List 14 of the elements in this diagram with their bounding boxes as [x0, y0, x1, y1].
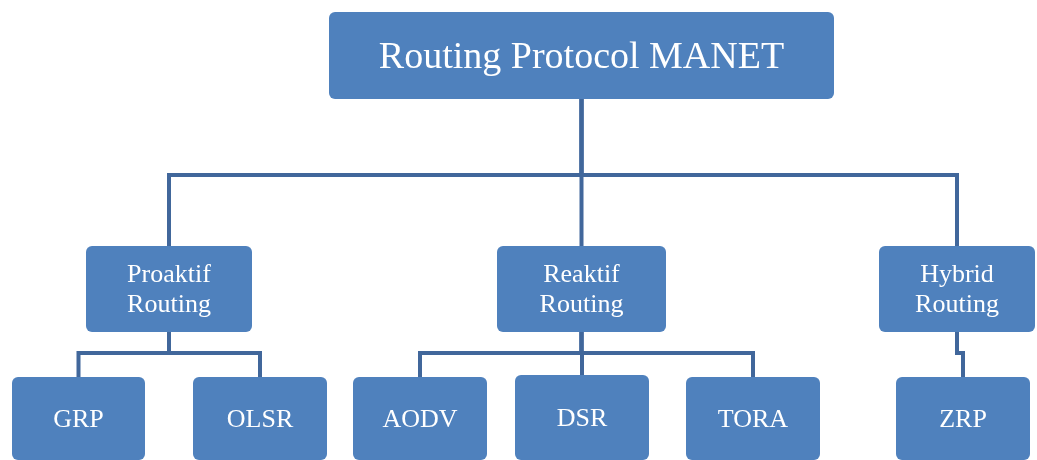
- node-box: ZRP: [896, 377, 1030, 460]
- connector-line: [579, 332, 755, 377]
- connector-line: [955, 332, 965, 377]
- connector-line: [167, 332, 262, 377]
- node-box: AODV: [353, 377, 487, 460]
- node-box: Proaktif Routing: [86, 246, 252, 332]
- node-box: GRP: [12, 377, 145, 460]
- node-box: Routing Protocol MANET: [329, 12, 834, 99]
- node-box: Reaktif Routing: [497, 246, 666, 332]
- node-box: TORA: [686, 377, 820, 460]
- connector-line: [579, 99, 959, 246]
- node-box: DSR: [515, 375, 649, 460]
- node-box: OLSR: [193, 377, 327, 460]
- node-box: Hybrid Routing: [879, 246, 1035, 332]
